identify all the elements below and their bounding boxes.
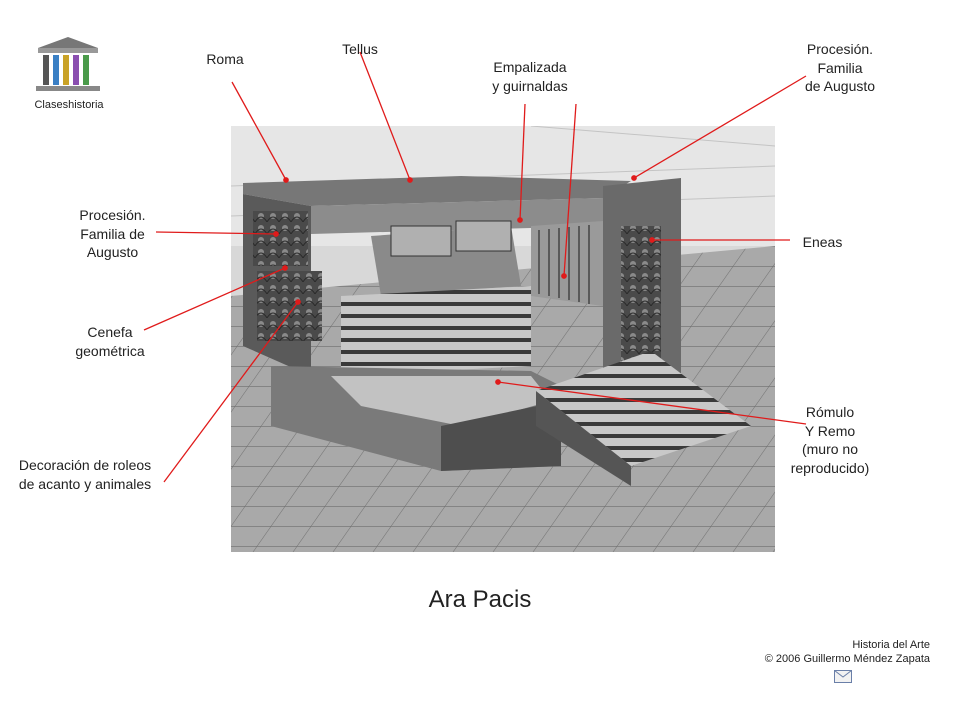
credit-line2: © 2006 Guillermo Méndez Zapata	[764, 653, 930, 665]
label-procesion-right-line1: Procesión.	[806, 41, 874, 57]
credit-line1: Historia del Arte	[852, 639, 930, 651]
label-empalizada-line1: Empalizada	[493, 59, 567, 75]
label-romulo-line1: Rómulo	[805, 404, 855, 420]
label-cenefa-line1: Cenefa	[87, 324, 133, 340]
label-procesion-left-line2: Familia de	[80, 225, 145, 242]
label-roma: Roma	[206, 51, 244, 67]
page-title: Ara Pacis	[428, 586, 532, 613]
label-romulo-line3: (muro no	[801, 441, 859, 457]
label-procesion-right-line3: de Augusto	[804, 78, 876, 94]
label-procesion-right-line2: Familia	[817, 59, 863, 76]
label-procesion-left: Procesión. Familia de Augusto	[55, 206, 170, 262]
logo-caption: Claseshistoria	[34, 99, 104, 111]
label-procesion-right: Procesión. Familia de Augusto	[780, 40, 900, 96]
label-empalizada-line2: y guirnaldas	[492, 77, 568, 94]
ara-pacis-image	[230, 125, 776, 552]
label-cenefa: Cenefa geométrica	[55, 323, 165, 360]
label-decoracion: Decoración de roleos de acanto y animale…	[0, 456, 170, 493]
label-empalizada: Empalizada y guirnaldas	[465, 58, 595, 95]
label-decoracion-line1: Decoración de roleos	[18, 457, 152, 473]
label-romulo: Rómulo Y Remo (muro no reproducido)	[770, 403, 890, 477]
envelope-icon[interactable]	[834, 670, 852, 683]
label-procesion-left-line3: Augusto	[86, 244, 139, 260]
label-procesion-left-line1: Procesión.	[79, 207, 146, 223]
label-romulo-line4: reproducido)	[790, 459, 870, 476]
label-tellus: Tellus	[342, 41, 378, 57]
temple-logo-icon	[34, 34, 102, 94]
label-cenefa-line2: geométrica	[75, 342, 145, 359]
label-decoracion-line2: de acanto y animales	[18, 475, 152, 492]
credit: Historia del Arte © 2006 Guillermo Ménde…	[700, 638, 930, 666]
label-romulo-line2: Y Remo	[804, 422, 856, 439]
label-eneas: Eneas	[802, 234, 843, 250]
